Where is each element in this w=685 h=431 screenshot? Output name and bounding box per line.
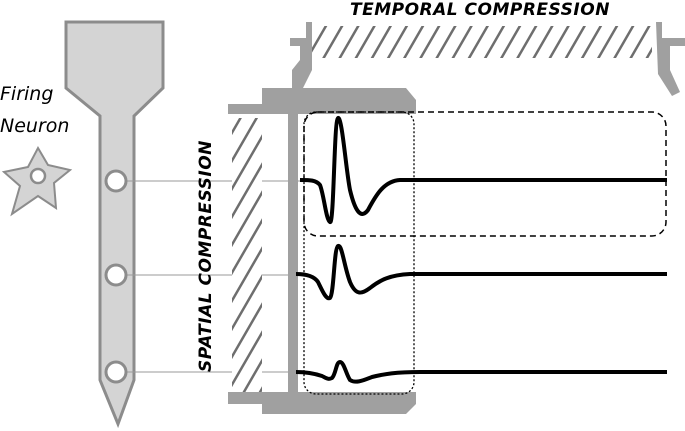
electrode-site-2 [104,263,128,287]
probe-shank [64,20,165,429]
temporal-compression-bracket [290,22,312,90]
neuron-label-line1: Firing [0,83,53,105]
electrode-site-3 [104,360,128,384]
temporal-compression-bracket-right [656,22,685,96]
electrode-site-1 [104,169,128,193]
spike-trace-3 [295,359,667,384]
neuron-label-line2: Neuron [0,115,69,137]
spike-trace-1 [299,115,667,225]
spatial-compression-hatch [232,118,262,392]
neuron-nucleus [29,167,47,185]
temporal-compression-hatch [312,26,652,58]
temporal-window [303,111,667,237]
spatial-window [303,111,415,395]
spatial-compression-label: SPATIAL COMPRESSION [196,140,216,372]
spike-trace-2 [295,243,667,301]
temporal-compression-label: TEMPORAL COMPRESSION [350,0,610,20]
